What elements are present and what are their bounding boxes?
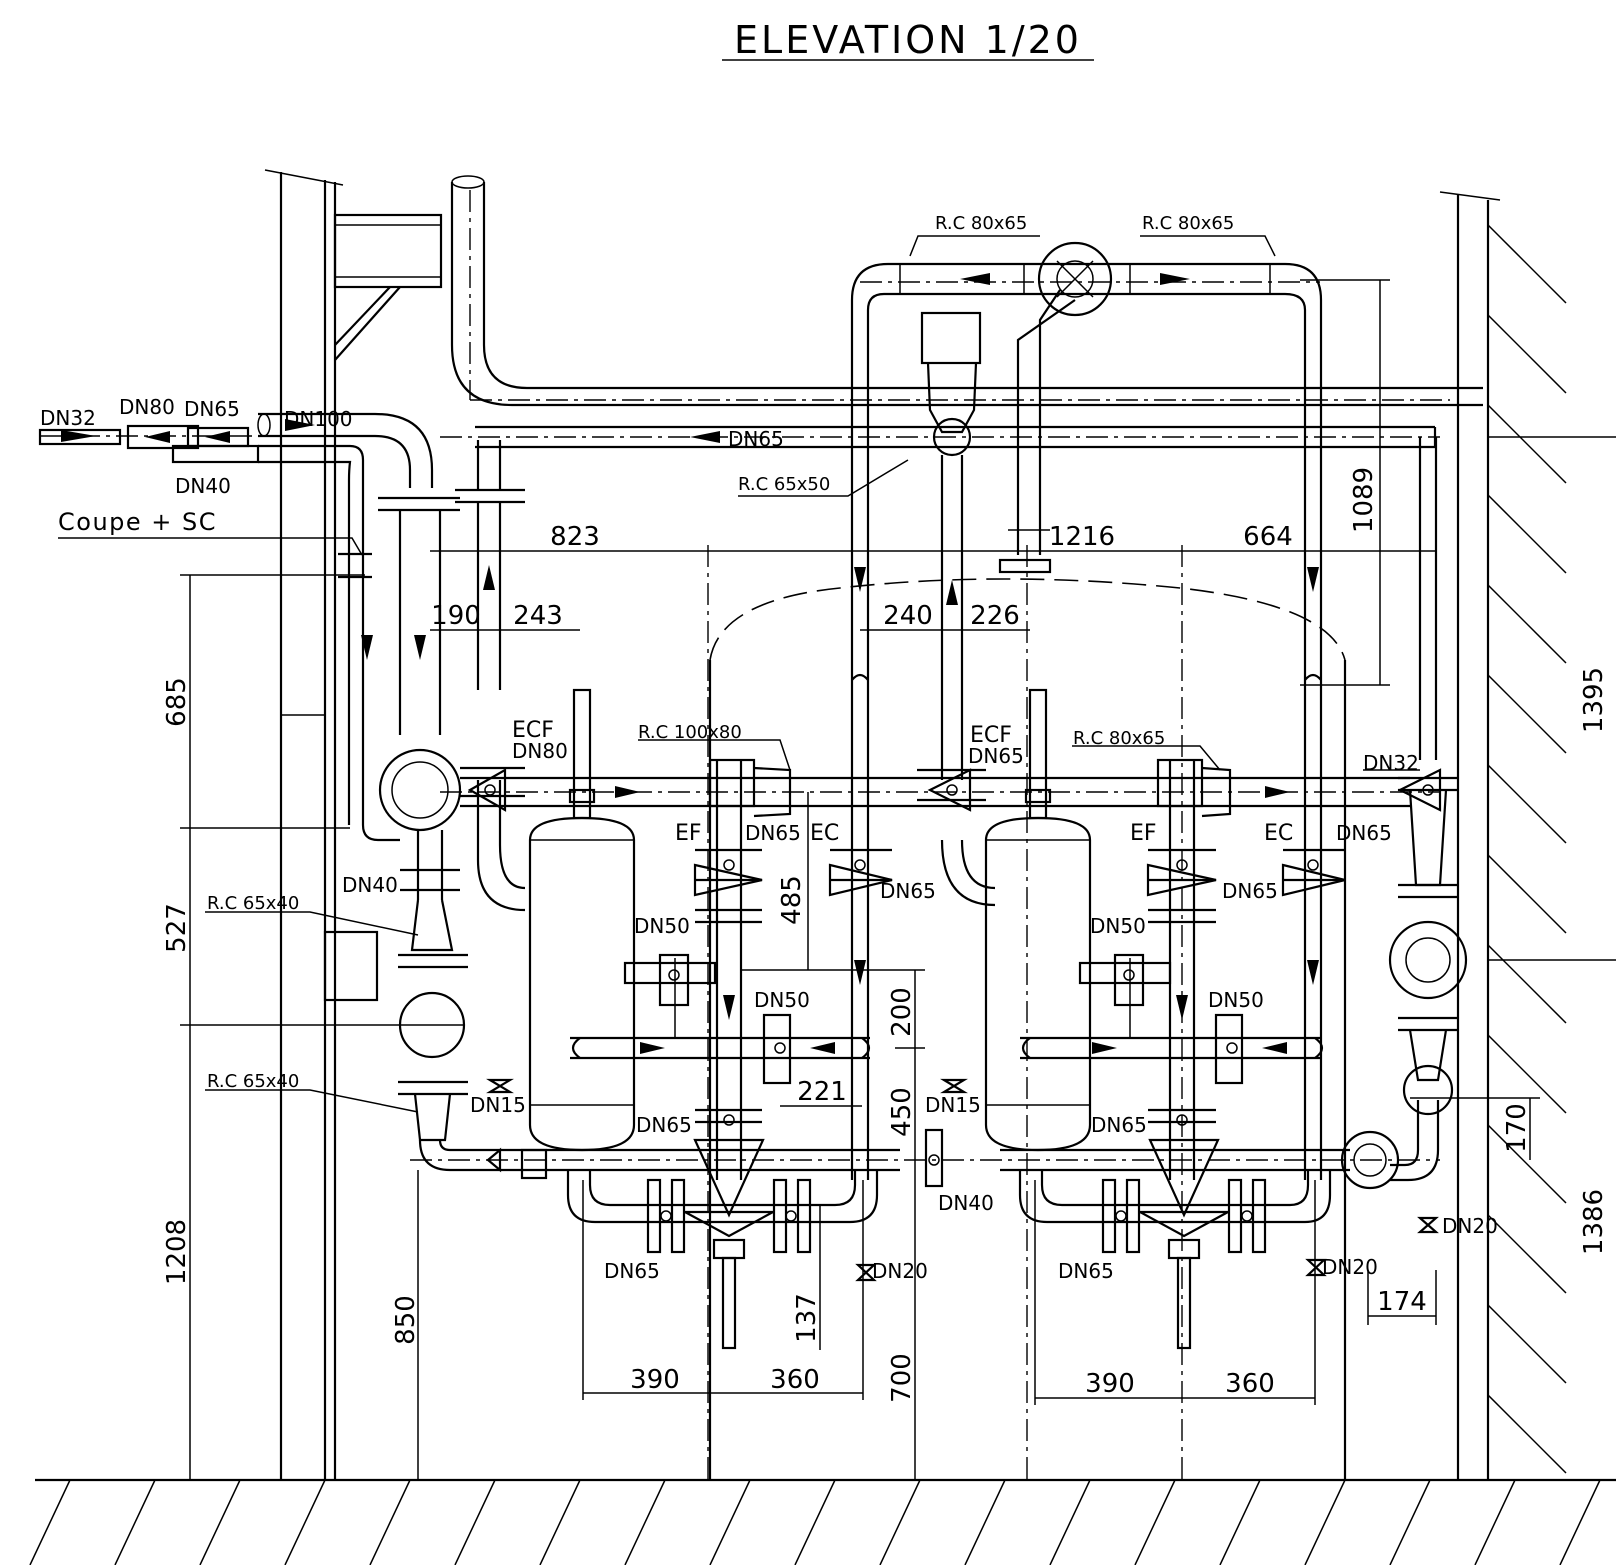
dim-1216: 1216 [1049, 522, 1115, 552]
label-dn65-top: DN65 [184, 397, 240, 421]
label-dn65-ef-right: DN65 [1222, 879, 1278, 903]
dim-685: 685 [162, 677, 192, 727]
dim-137: 137 [792, 1293, 822, 1343]
label-ecf-dn80-line1: ECF [512, 718, 554, 743]
dim-240: 240 [883, 601, 933, 631]
label-rc-80x65-right: R.C 80x65 [1142, 213, 1234, 234]
label-dn65-header: DN65 [728, 427, 784, 451]
dimension-values: 823 1216 664 1089 190 243 240 226 685 52… [162, 467, 1609, 1403]
label-ef-left: EF [675, 821, 702, 846]
label-ecf-dn65-line2: DN65 [968, 744, 1024, 768]
label-dn65-low-left: DN65 [636, 1113, 692, 1137]
label-ef-right: EF [1130, 821, 1157, 846]
label-rc-80x65-left: R.C 80x65 [935, 213, 1027, 234]
dim-664: 664 [1243, 522, 1293, 552]
dim-450: 450 [887, 1087, 917, 1137]
label-rc-80x65-mid: R.C 80x65 [1073, 728, 1165, 749]
tank-left [520, 688, 636, 1180]
dim-200: 200 [887, 987, 917, 1037]
dim-390-left: 390 [630, 1365, 680, 1395]
flow-arrows [61, 273, 1319, 1054]
lower-manifold-right [1000, 1138, 1350, 1350]
branch-lines [570, 953, 1324, 1085]
label-ecf-dn80-line2: DN80 [512, 739, 568, 763]
label-dn65-bottom-right: DN65 [1058, 1259, 1114, 1283]
dim-360-right: 360 [1225, 1369, 1275, 1399]
dim-190: 190 [431, 601, 481, 631]
label-ecf-dn65-line1: ECF [970, 723, 1012, 748]
flanges [460, 766, 1345, 1124]
label-dn50-right-1: DN50 [1090, 914, 1146, 938]
label-dn40-low: DN40 [938, 1191, 994, 1215]
dim-1395: 1395 [1579, 667, 1609, 733]
dim-700: 700 [887, 1353, 917, 1403]
label-dn50-left-1: DN50 [634, 914, 690, 938]
tank-right [984, 688, 1092, 1152]
label-ec-right: EC [1264, 821, 1293, 846]
label-coupe-sc: Coupe + SC [58, 508, 217, 536]
label-dn32-right: DN32 [1363, 751, 1419, 775]
dim-226: 226 [970, 601, 1020, 631]
dim-1386: 1386 [1579, 1189, 1609, 1255]
dimension-lines [180, 279, 1540, 1480]
label-dn65-ec-left: DN65 [880, 879, 936, 903]
header-pipes [450, 175, 1483, 780]
label-ec-left: EC [810, 821, 839, 846]
drawing-title: ELEVATION 1/20 [734, 18, 1082, 62]
label-dn80: DN80 [119, 395, 175, 419]
label-rc-100x80: R.C 100x80 [638, 722, 742, 743]
dim-170: 170 [1502, 1103, 1532, 1153]
label-dn100: DN100 [284, 407, 353, 431]
inlet-pipes [38, 412, 545, 1172]
label-dn65-ec-right: DN65 [1336, 821, 1392, 845]
label-dn65-ef-left: DN65 [745, 821, 801, 845]
lower-manifold-left [545, 1138, 900, 1350]
label-dn40-top: DN40 [175, 474, 231, 498]
label-rc-65x40-a: R.C 65x40 [207, 893, 299, 914]
label-dn65-bottom-left: DN65 [604, 1259, 660, 1283]
label-dn50-left-2: DN50 [754, 988, 810, 1012]
dim-221: 221 [797, 1077, 847, 1107]
label-dn32-inlet: DN32 [40, 406, 96, 430]
dim-360-left: 360 [770, 1365, 820, 1395]
dim-527: 527 [162, 903, 192, 953]
dim-390-right: 390 [1085, 1369, 1135, 1399]
right-wall [1439, 191, 1616, 1481]
dim-1208: 1208 [162, 1219, 192, 1285]
label-dn65-low-right: DN65 [1091, 1113, 1147, 1137]
label-dn15-left: DN15 [470, 1093, 526, 1117]
leader-lines [58, 235, 1420, 1113]
dim-823: 823 [550, 522, 600, 552]
left-structure [264, 169, 443, 1480]
label-rc-65x50: R.C 65x50 [738, 474, 830, 495]
dim-1089: 1089 [1349, 467, 1379, 533]
dim-243: 243 [513, 601, 563, 631]
label-dn40-mid: DN40 [342, 873, 398, 897]
valve-symbols [467, 768, 1442, 1282]
label-dn20-far: DN20 [1442, 1214, 1498, 1238]
label-dn15-right: DN15 [925, 1093, 981, 1117]
dim-174: 174 [1377, 1287, 1427, 1317]
dim-485: 485 [777, 875, 807, 925]
dome-outline [709, 578, 1346, 661]
label-rc-65x40-b: R.C 65x40 [207, 1071, 299, 1092]
label-dn50-right-2: DN50 [1208, 988, 1264, 1012]
label-dn20-right: DN20 [1322, 1255, 1378, 1279]
label-dn20-left: DN20 [872, 1259, 928, 1283]
ground-hatch [29, 1478, 1616, 1565]
pipe-labels: DN32 DN80 DN65 DN100 DN40 DN65 Coupe + S… [40, 213, 1498, 1283]
right-pump-column [1340, 437, 1468, 1190]
dim-850: 850 [391, 1295, 421, 1345]
